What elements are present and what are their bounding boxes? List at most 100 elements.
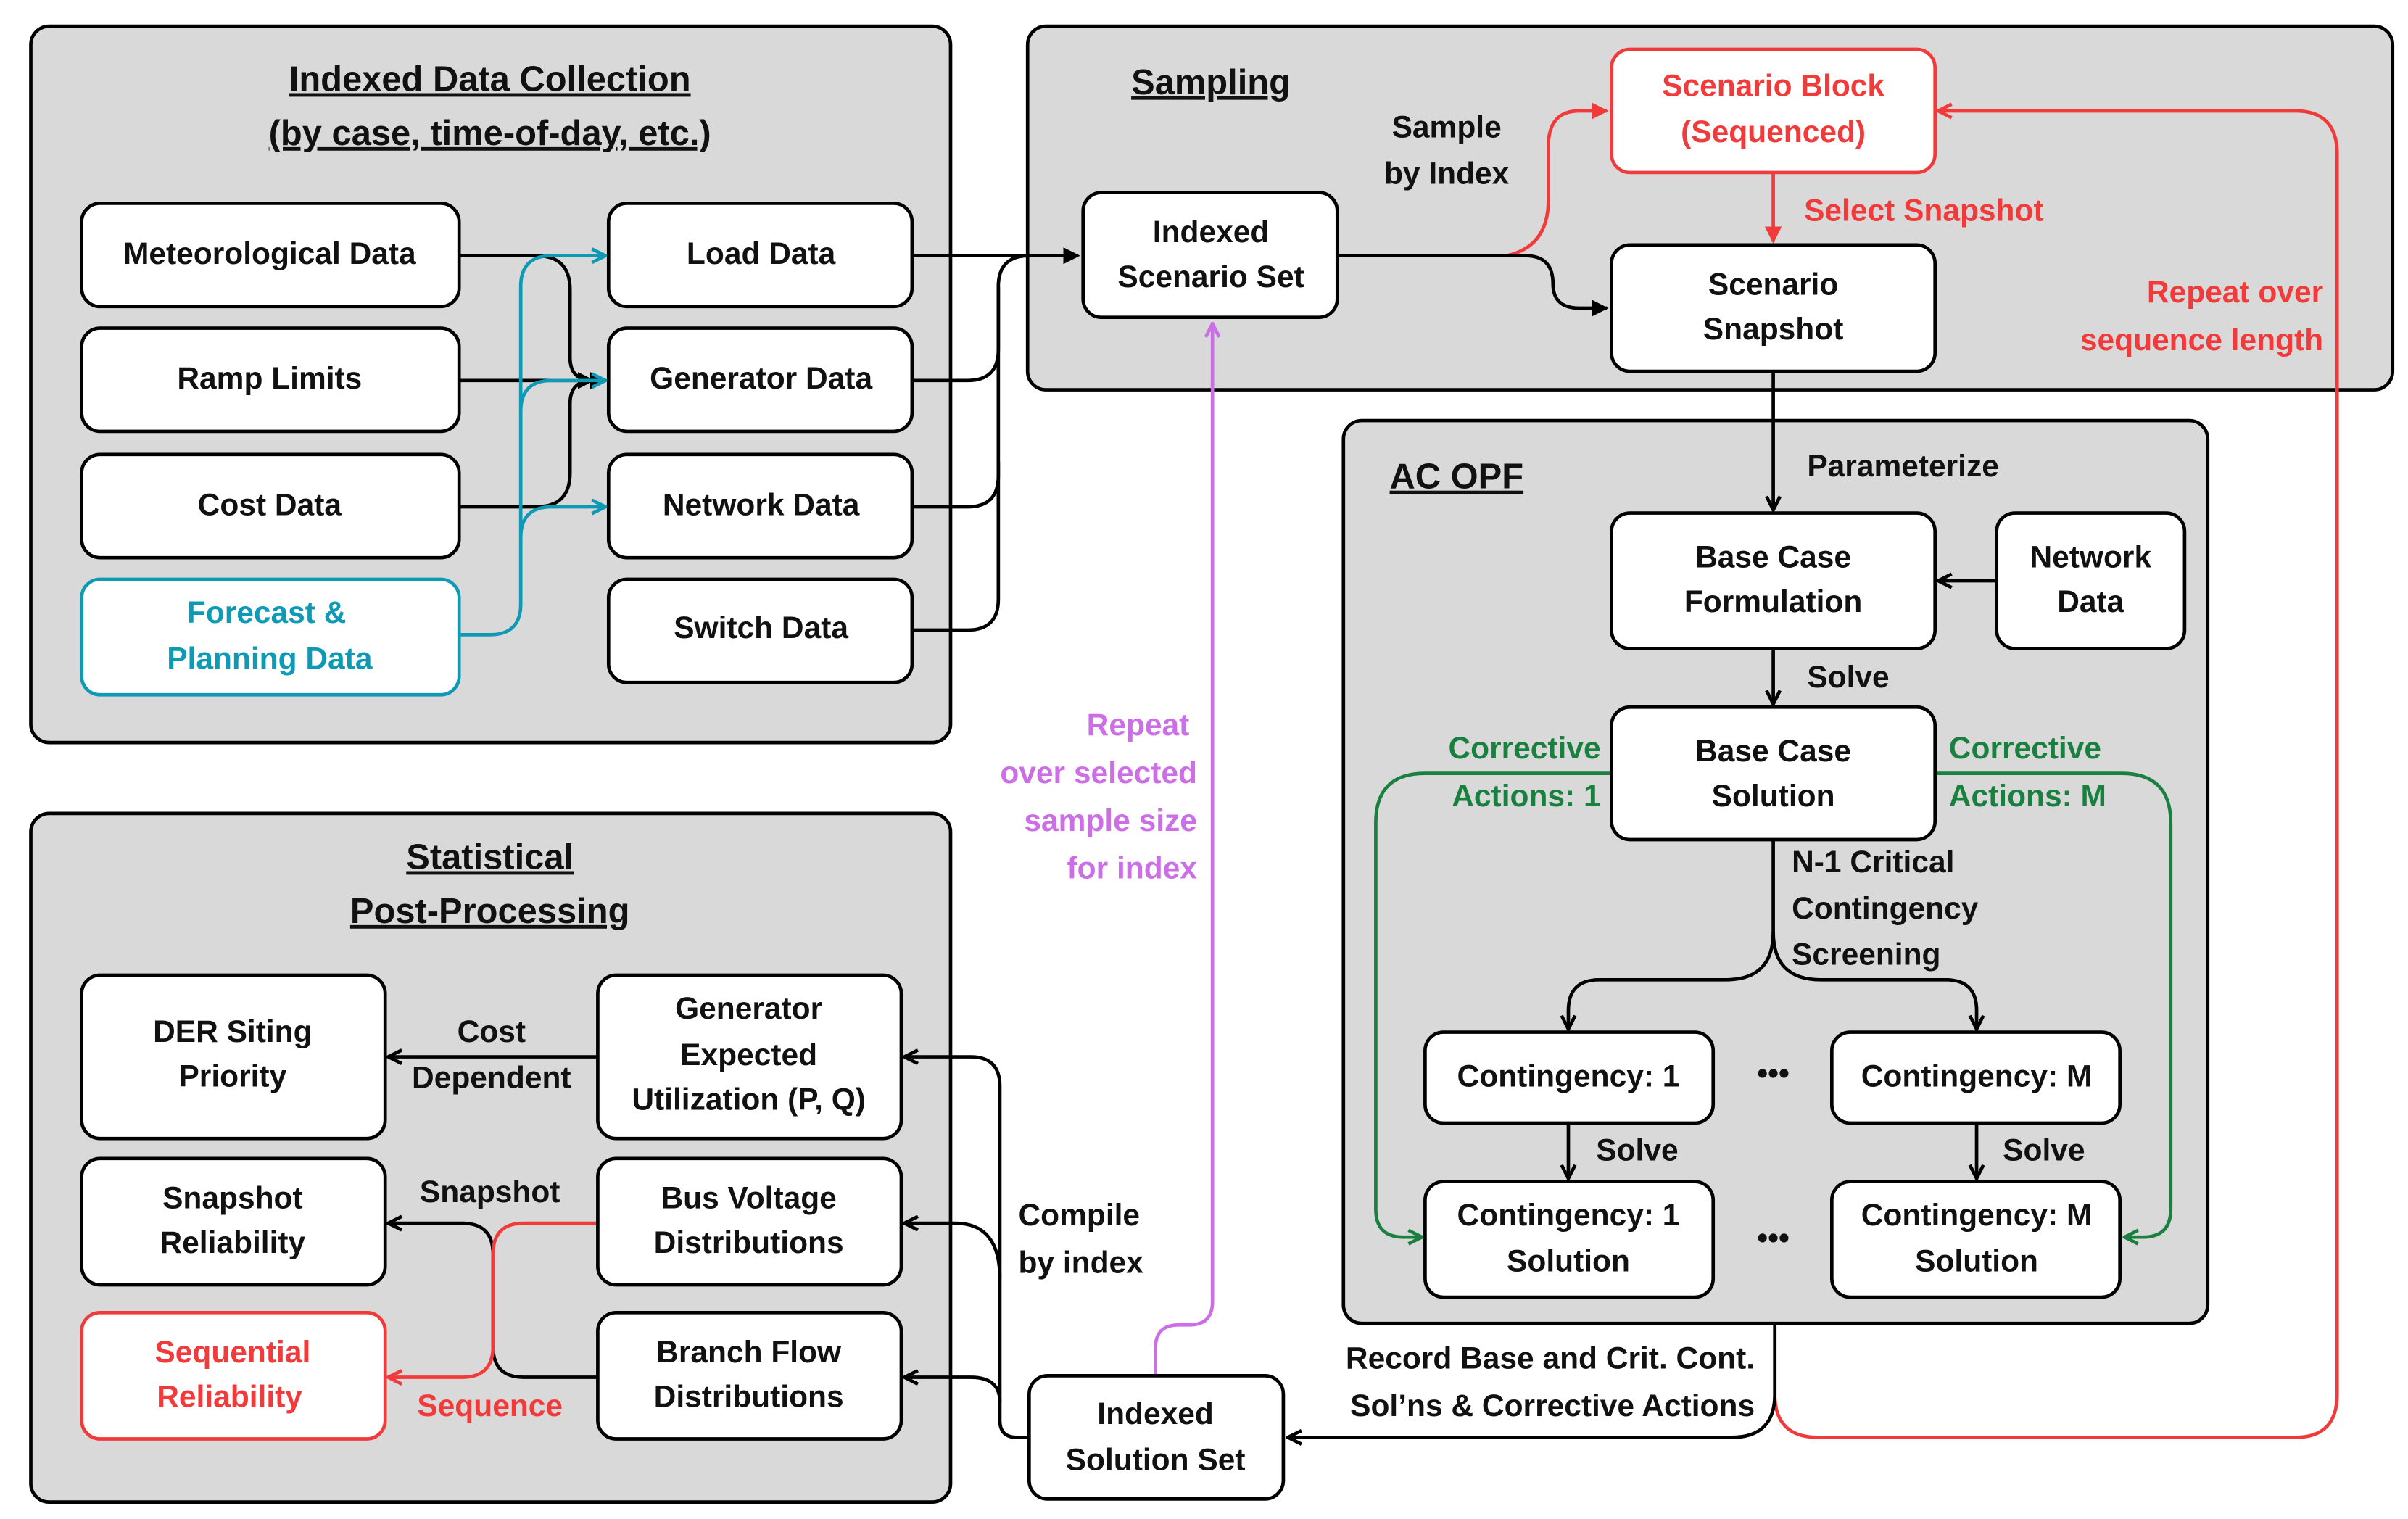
bus-voltage-box[interactable]: Bus Voltage Distributions [596,1156,903,1287]
post-processing-subtitle: Post-Processing [350,892,630,931]
source-label: Meteorological Data [123,237,416,271]
source-box-forecast-planning[interactable]: Forecast & Planning Data [80,577,461,697]
data-collection-subtitle: (by case, time-of-day, etc.) [269,114,711,153]
box-label: Distributions [654,1380,844,1414]
compile-by-index-label: by index [1018,1246,1143,1280]
box-label: Solution [1507,1245,1630,1279]
contingency-1-box[interactable]: Contingency: 1 [1423,1030,1716,1125]
box-label: Base Case [1695,734,1851,769]
repeat-sequence-label: sequence length [2080,323,2323,357]
branch-flow-box[interactable]: Branch Flow Distributions [596,1310,903,1441]
sample-by-index-label: by Index [1384,157,1510,191]
target-label: Switch Data [674,611,848,645]
der-siting-box[interactable]: DER Siting Priority [80,973,387,1141]
target-box-load-data[interactable]: Load Data [606,202,914,309]
solve-label: Solve [1807,661,1889,695]
source-label: Forecast & [187,596,347,630]
parameterize-label: Parameterize [1807,450,1999,484]
box-label: Sequential [154,1336,310,1370]
repeat-sample-label: Repeat [1087,708,1190,742]
source-box-cost-data[interactable]: Cost Data [80,452,461,560]
ac-opf-wires [1374,581,2173,1237]
snapshot-reliability-box[interactable]: Snapshot Reliability [80,1156,387,1287]
post-processing-wires [388,1057,598,1378]
box-label: Contingency: 1 [1457,1060,1680,1094]
sampling-title: Sampling [1131,63,1291,102]
box-label: Snapshot [1703,313,1844,347]
cost-dependent-label: Dependent [412,1061,571,1096]
ellipsis-icon: ••• [1757,1222,1790,1256]
box-label: Branch Flow [656,1336,842,1370]
box-label: (Sequenced) [1681,115,1866,149]
box-label: Contingency: M [1861,1060,2093,1094]
box-label: Indexed [1097,1397,1214,1431]
target-box-switch-data[interactable]: Switch Data [606,577,914,684]
solve-m-label: Solve [2003,1134,2085,1168]
box-label: Utilization (P, Q) [632,1083,866,1117]
box-label: DER Siting [153,1015,312,1049]
screening-label: Screening [1792,938,1940,972]
repeat-sample-label: sample size [1024,804,1197,838]
screening-label: N-1 Critical [1792,845,1954,879]
data-collection-title: Indexed Data Collection [289,60,691,99]
ellipsis-icon: ••• [1757,1056,1790,1090]
source-label: Cost Data [198,488,342,522]
repeat-sample-label: over selected [1000,756,1197,790]
sequential-reliability-box[interactable]: Sequential Reliability [80,1310,387,1441]
box-label: Indexed [1153,215,1270,249]
target-label: Load Data [687,237,836,271]
box-label: Snapshot [162,1181,303,1215]
base-case-formulation-box[interactable]: Base Case Formulation [1610,511,1937,650]
post-processing-title: Statistical [406,838,574,877]
source-label: Ramp Limits [177,362,362,396]
box-label: Reliability [160,1226,306,1260]
panel-sampling [1025,24,2395,392]
target-box-network-data[interactable]: Network Data [606,452,914,560]
box-label: Reliability [157,1380,302,1414]
box-label: Solution [1712,779,1835,814]
ac-opf-title: AC OPF [1390,458,1524,497]
box-label: Scenario [1708,268,1838,302]
box-label: Priority [178,1060,286,1094]
corrective-actions-1-label: Actions: 1 [1452,779,1600,814]
box-label: Network [2030,541,2151,575]
sample-by-index-label: Sample [1392,111,1502,145]
corrective-actions-m-label: Actions: M [1949,779,2106,814]
box-label: Distributions [654,1226,844,1260]
contingency-m-solution-box[interactable]: Contingency: M Solution [1829,1180,2122,1299]
target-label: Network Data [663,488,860,522]
record-label: Sol’ns & Corrective Actions [1350,1389,1755,1423]
data-collection-wires [459,247,1080,637]
network-data-box[interactable]: Network Data [1995,511,2187,650]
source-box-meteorological[interactable]: Meteorological Data [80,202,461,309]
indexed-solution-set-box[interactable]: Indexed Solution Set [1027,1374,1286,1501]
box-label: Formulation [1684,585,1862,619]
sampling-wires [1337,102,2339,1439]
box-label: Generator [675,992,822,1026]
target-label: Generator Data [650,362,872,396]
corrective-actions-m-label: Corrective [1949,732,2101,766]
source-box-ramp-limits[interactable]: Ramp Limits [80,326,461,434]
solve-1-label: Solve [1596,1134,1678,1168]
indexed-scenario-set-box[interactable]: Indexed Scenario Set [1081,191,1339,320]
corrective-actions-1-label: Corrective [1448,732,1600,766]
sequence-label: Sequence [417,1389,563,1423]
base-case-solution-box[interactable]: Base Case Solution [1610,705,1937,842]
select-snapshot-label: Select Snapshot [1804,194,2044,228]
box-label: Solution [1915,1245,2038,1279]
repeat-sequence-label: Repeat over [2147,276,2323,310]
target-box-generator-data[interactable]: Generator Data [606,326,914,434]
generator-utilization-box[interactable]: Generator Expected Utilization (P, Q) [596,973,903,1141]
box-label: Data [2057,585,2124,619]
source-label: Planning Data [167,642,373,676]
screening-label: Contingency [1792,892,1979,926]
box-label: Expected [680,1038,817,1072]
snapshot-label: Snapshot [420,1175,560,1209]
scenario-snapshot-box[interactable]: Scenario Snapshot [1610,243,1937,373]
scenario-block-box[interactable]: Scenario Block (Sequenced) [1610,47,1937,175]
compile-by-index-label: Compile [1018,1199,1140,1233]
contingency-m-box[interactable]: Contingency: M [1829,1030,2122,1125]
box-label: Bus Voltage [661,1181,836,1215]
contingency-1-solution-box[interactable]: Contingency: 1 Solution [1423,1180,1716,1299]
record-label: Record Base and Crit. Cont. [1346,1341,1755,1375]
